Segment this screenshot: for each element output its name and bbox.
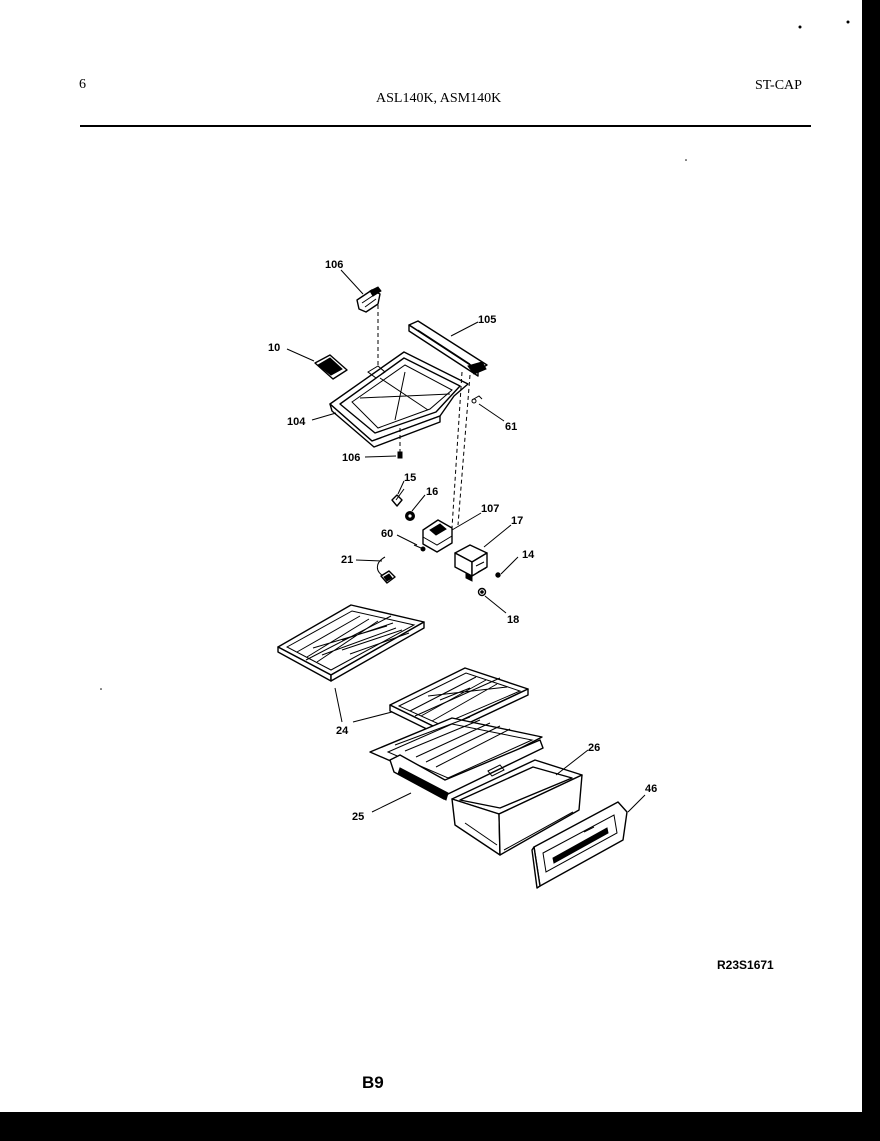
callout-24: 24 <box>336 725 349 737</box>
callout-46: 46 <box>645 783 657 795</box>
callout-106-lower: 106 <box>342 452 360 464</box>
callout-10: 10 <box>268 342 280 354</box>
part-107-bracket <box>422 519 453 553</box>
callout-26: 26 <box>588 742 600 754</box>
callout-61: 61 <box>505 421 517 433</box>
callout-60: 60 <box>381 528 393 540</box>
callout-17: 17 <box>511 515 523 527</box>
part-24-shelf-upper <box>277 604 425 682</box>
page-sheet <box>0 0 862 1112</box>
part-21-connector <box>376 556 396 584</box>
callout-107: 107 <box>481 503 499 515</box>
leader-lines <box>286 269 646 813</box>
part-61-screw <box>471 395 483 404</box>
page-number: 6 <box>79 77 86 92</box>
assembly-lines <box>377 305 471 529</box>
callout-21: 21 <box>341 554 353 566</box>
callout-15: 15 <box>404 472 416 484</box>
callout-25: 25 <box>352 811 364 823</box>
model-numbers: ASL140K, ASM140K <box>376 91 502 106</box>
callout-106-upper: 106 <box>325 259 343 271</box>
callout-14: 14 <box>522 549 535 561</box>
scan-border-right <box>862 0 880 1141</box>
part-46-drawer-front <box>531 801 628 889</box>
scan-border-bottom <box>0 1112 880 1141</box>
part-16-socket <box>405 511 415 521</box>
part-18-washer <box>477 587 487 597</box>
callout-labels: 106 105 10 104 61 106 15 16 107 17 60 14… <box>268 259 657 823</box>
part-104-tray <box>329 351 469 448</box>
drawing-reference: R23S1671 <box>717 958 774 972</box>
section-code: ST-CAP <box>755 78 802 93</box>
page-id: B9 <box>362 1073 384 1092</box>
part-106-clip <box>356 286 382 313</box>
scan-specks <box>100 20 850 690</box>
part-60-screw <box>413 544 426 552</box>
callout-16: 16 <box>426 486 438 498</box>
callout-105: 105 <box>478 314 496 326</box>
part-10-front <box>314 354 348 380</box>
part-15-screw <box>391 488 405 507</box>
part-25-crisper-cover <box>369 716 544 801</box>
part-17-control-box <box>454 544 488 582</box>
header-rule <box>80 125 811 127</box>
part-105-rail <box>408 320 488 377</box>
part-106-pin <box>397 451 403 459</box>
part-14-nut <box>495 572 501 578</box>
callout-104: 104 <box>287 416 306 428</box>
part-26-crisper-drawer <box>451 759 583 856</box>
callout-18: 18 <box>507 614 519 626</box>
